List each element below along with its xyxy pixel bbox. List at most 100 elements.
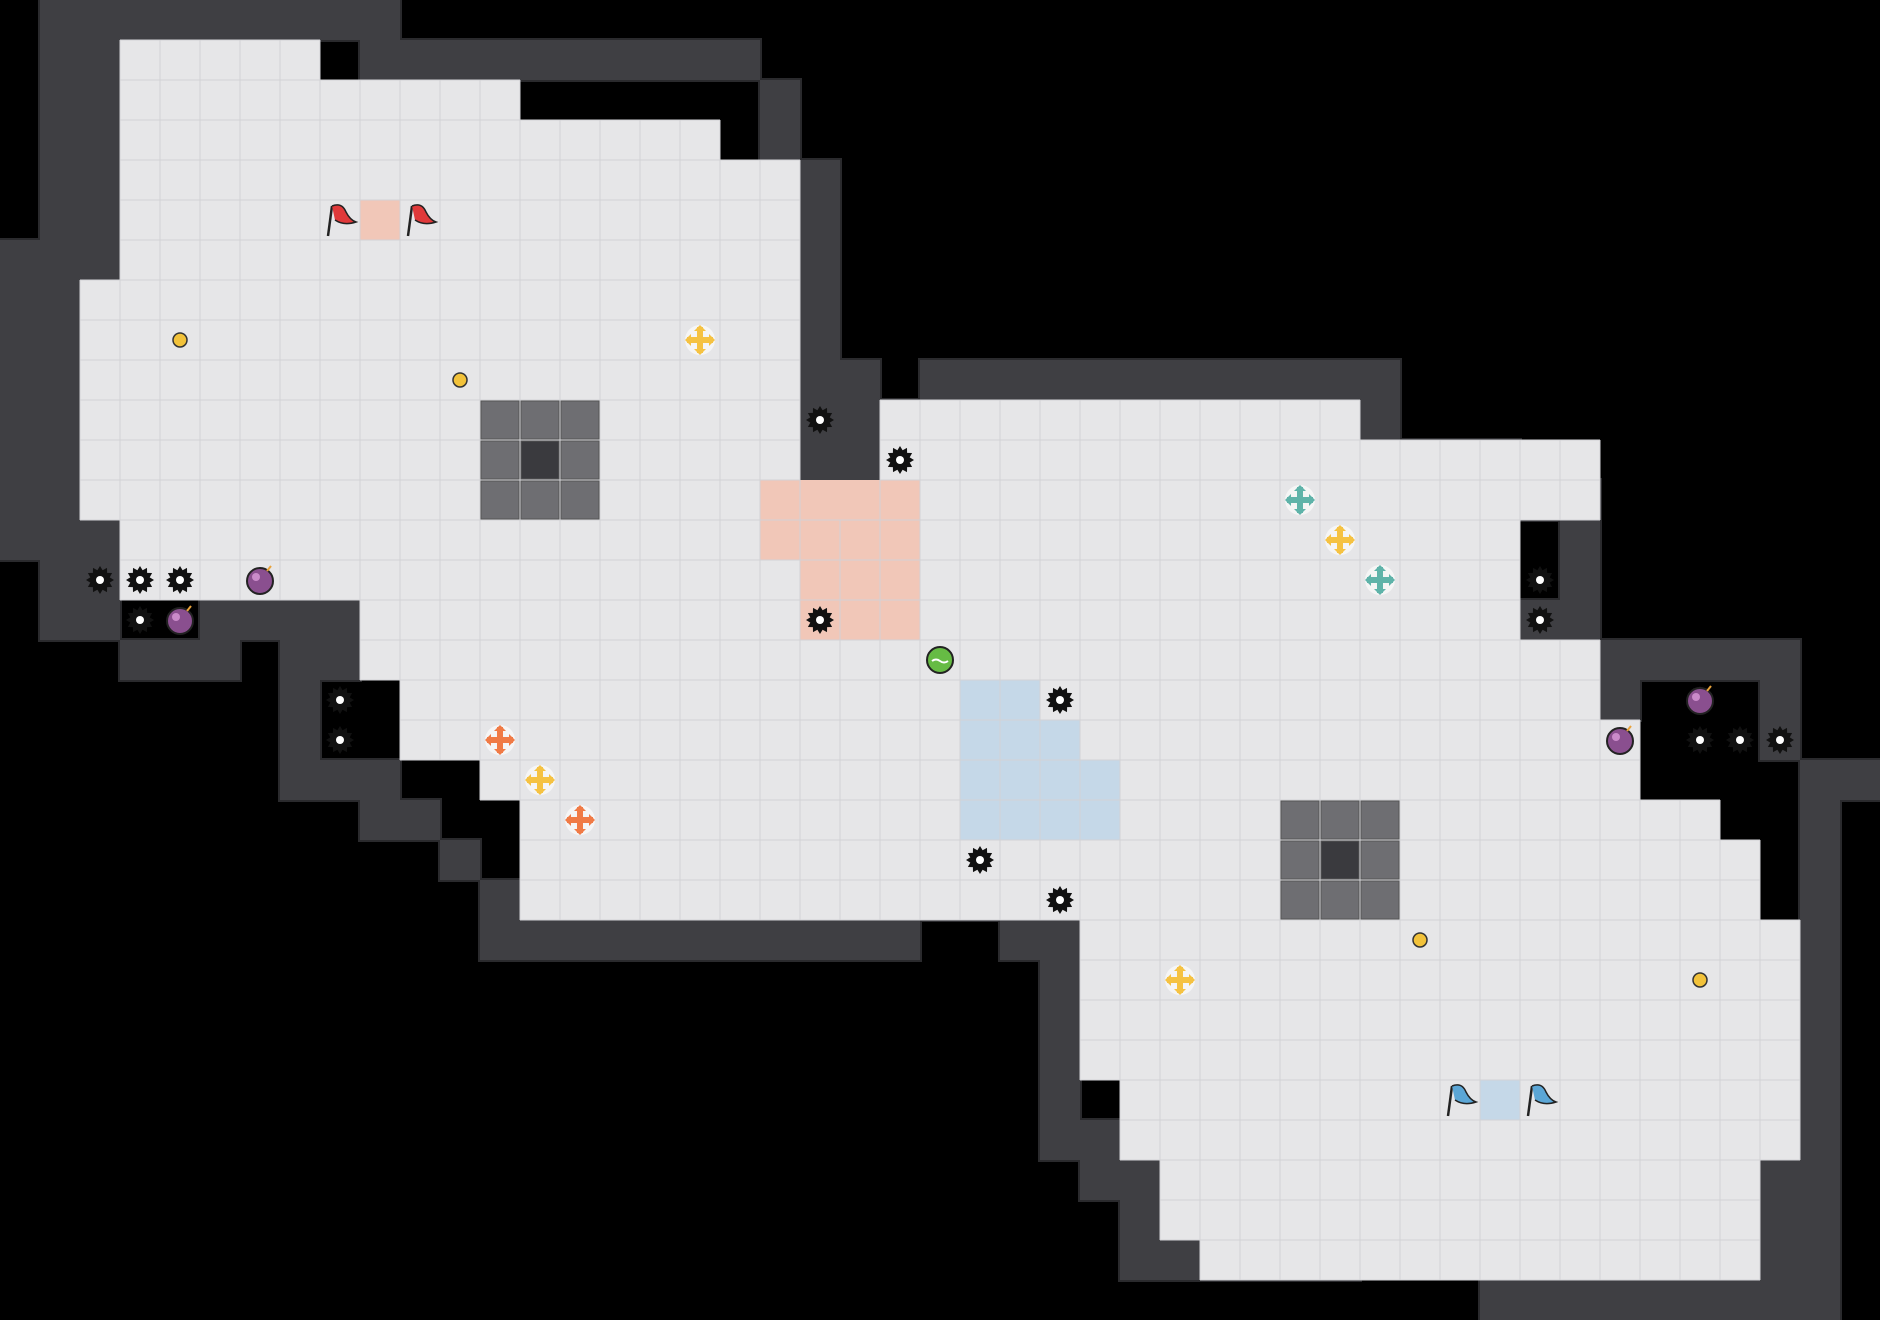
flag-pole <box>1526 1085 1534 1117</box>
boost-arrow <box>574 805 586 811</box>
energy-dot-icon[interactable] <box>172 332 188 348</box>
boost-arrow <box>694 349 706 355</box>
boost-icon[interactable] <box>567 817 593 823</box>
spike-hub <box>1536 576 1544 584</box>
obstacle-tile <box>480 480 520 520</box>
wall <box>40 0 120 280</box>
wall <box>1640 640 1800 680</box>
spike-hub <box>1056 696 1064 704</box>
obstacle-tile <box>1360 800 1400 840</box>
boost-arrow <box>534 765 546 771</box>
blue-flag-icon[interactable] <box>1451 1084 1479 1105</box>
red-flag-icon[interactable] <box>331 204 359 225</box>
blue-team-zone <box>1040 720 1080 840</box>
wall <box>320 640 360 680</box>
bomb-shine <box>172 613 180 621</box>
boost-arrow <box>709 334 715 346</box>
bomb-icon[interactable] <box>1606 727 1634 755</box>
boost-arrow <box>494 725 506 731</box>
wall <box>360 800 440 840</box>
boost-icon[interactable] <box>487 737 513 743</box>
flag-pole <box>326 205 334 237</box>
spike-hub <box>136 576 144 584</box>
obstacle-tile <box>1280 880 1320 920</box>
obstacle-tile <box>1320 880 1360 920</box>
spike-hub <box>1696 736 1704 744</box>
obstacle-core <box>1320 840 1360 880</box>
red-flag-icon[interactable] <box>411 204 439 225</box>
boost-arrow <box>534 789 546 795</box>
obstacle-tile <box>480 440 520 480</box>
boost-arrow <box>1365 574 1371 586</box>
wall <box>1040 960 1080 1160</box>
obstacle-tile <box>520 480 560 520</box>
floor-region <box>120 40 320 80</box>
wall <box>1800 760 1840 1040</box>
wall <box>80 0 360 40</box>
wall <box>760 80 800 160</box>
boost-arrow <box>589 814 595 826</box>
boost-arrow <box>494 749 506 755</box>
boost-arrow <box>1294 509 1306 515</box>
wall <box>800 160 840 360</box>
obstacle-tile <box>560 440 600 480</box>
blue-team-zone <box>1480 1080 1520 1120</box>
floor-region <box>920 520 1520 640</box>
energy-dot-icon[interactable] <box>1692 972 1708 988</box>
boost-icon[interactable] <box>687 337 713 343</box>
spike-hub <box>176 576 184 584</box>
obstacle-core <box>520 440 560 480</box>
boost-icon[interactable] <box>1167 977 1193 983</box>
wall <box>120 640 240 680</box>
obstacle-tile <box>1280 840 1320 880</box>
boost-arrow <box>1374 565 1386 571</box>
boost-arrow <box>1349 534 1355 546</box>
wall <box>360 0 400 80</box>
boost-icon[interactable] <box>1287 497 1313 503</box>
obstacle-tile <box>560 480 600 520</box>
obstacle-tile <box>560 400 600 440</box>
boost-arrow <box>574 829 586 835</box>
ball-stripe <box>931 658 949 664</box>
obstacle-tile <box>480 400 520 440</box>
wall <box>840 360 880 400</box>
bomb-shine <box>1692 693 1700 701</box>
obstacle-tile <box>520 400 560 440</box>
floor-region <box>120 120 720 160</box>
boost-arrow <box>509 734 515 746</box>
red-flag-zone <box>360 200 400 240</box>
boost-arrow <box>1309 494 1315 506</box>
bomb-shine <box>1612 733 1620 741</box>
blue-flag-icon[interactable] <box>1531 1084 1559 1105</box>
wall <box>920 360 1400 400</box>
bomb-icon[interactable] <box>166 607 194 635</box>
bomb-icon[interactable] <box>246 567 274 595</box>
boost-arrow <box>565 814 571 826</box>
spike-hub <box>1056 896 1064 904</box>
spike-hub <box>336 736 344 744</box>
boost-arrow <box>1334 549 1346 555</box>
boost-icon[interactable] <box>527 777 553 783</box>
boost-arrow <box>1285 494 1291 506</box>
bomb-fuse <box>186 605 192 612</box>
boost-icon[interactable] <box>1327 537 1353 543</box>
spike-hub <box>976 856 984 864</box>
wall <box>1080 1120 1120 1200</box>
wall <box>0 520 120 560</box>
boost-arrow <box>525 774 531 786</box>
obstacle-tile <box>1360 880 1400 920</box>
boost-arrow <box>1334 525 1346 531</box>
wall <box>1120 1160 1160 1280</box>
wall <box>1560 520 1600 640</box>
energy-dot-icon[interactable] <box>1412 932 1428 948</box>
boost-arrow <box>1174 965 1186 971</box>
boost-icon[interactable] <box>1367 577 1393 583</box>
wall <box>40 560 120 640</box>
boost-arrow <box>1165 974 1171 986</box>
bomb-fuse <box>1626 725 1632 732</box>
flag-pole <box>1446 1085 1454 1117</box>
bomb-icon[interactable] <box>1686 687 1714 715</box>
spike-hub <box>1736 736 1744 744</box>
energy-dot-icon[interactable] <box>452 372 468 388</box>
